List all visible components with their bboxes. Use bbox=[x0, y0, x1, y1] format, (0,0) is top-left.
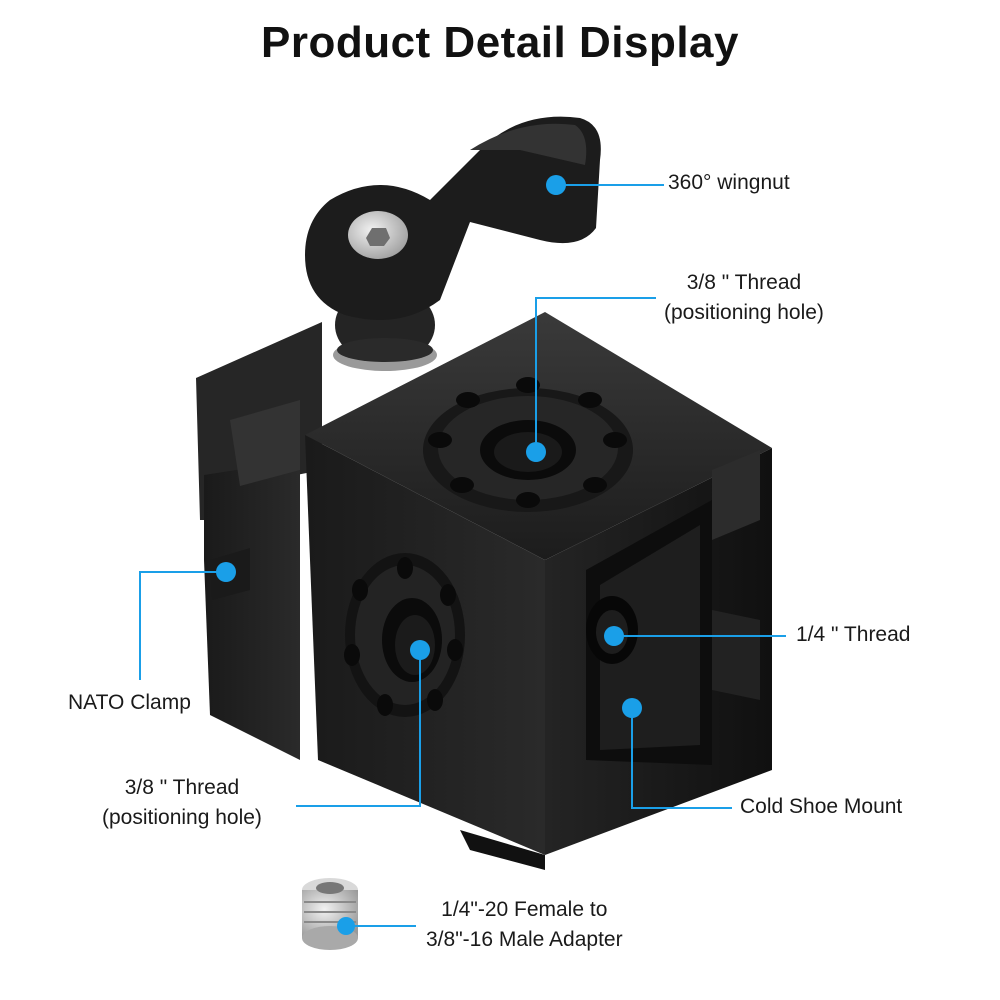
label-thread-front-line1: 3/8 " Thread bbox=[124, 776, 240, 799]
adapter-screw bbox=[302, 878, 358, 950]
dot-thread-front bbox=[410, 640, 430, 660]
label-nato: NATO Clamp bbox=[68, 688, 191, 718]
dot-quarter bbox=[604, 626, 624, 646]
label-wingnut-line1: 360° wingnut bbox=[668, 171, 790, 194]
label-nato-line1: NATO Clamp bbox=[68, 691, 191, 714]
label-adapter-line2: 3/8"-16 Male Adapter bbox=[426, 928, 623, 951]
line-coldshoe bbox=[631, 708, 732, 809]
label-thread-front: 3/8 " Thread (positioning hole) bbox=[102, 773, 262, 833]
front-thread-rosette bbox=[344, 553, 465, 717]
label-quarter-line1: 1/4 " Thread bbox=[796, 623, 911, 646]
dot-adapter bbox=[337, 917, 355, 935]
dot-wingnut bbox=[546, 175, 566, 195]
label-adapter-line1: 1/4"-20 Female to bbox=[441, 898, 608, 921]
dot-thread-top bbox=[526, 442, 546, 462]
page-title: Product Detail Display bbox=[260, 18, 739, 67]
label-thread-front-line2: (positioning hole) bbox=[102, 806, 262, 829]
dot-coldshoe bbox=[622, 698, 642, 718]
line-nato bbox=[139, 571, 226, 680]
label-thread-top-line2: (positioning hole) bbox=[664, 301, 824, 324]
dot-nato bbox=[216, 562, 236, 582]
callout-dots bbox=[216, 175, 642, 935]
label-quarter: 1/4 " Thread bbox=[796, 620, 910, 650]
label-coldshoe: Cold Shoe Mount bbox=[740, 792, 902, 822]
label-coldshoe-line1: Cold Shoe Mount bbox=[740, 795, 903, 818]
label-thread-top-line1: 3/8 " Thread bbox=[686, 271, 802, 294]
line-thread-top bbox=[535, 297, 656, 452]
main-block bbox=[305, 312, 772, 870]
callout-lines bbox=[139, 184, 786, 927]
line-thread-front bbox=[296, 650, 421, 807]
label-wingnut: 360° wingnut bbox=[668, 168, 790, 198]
label-adapter: 1/4"-20 Female to 3/8"-16 Male Adapter bbox=[426, 895, 623, 955]
label-thread-top: 3/8 " Thread (positioning hole) bbox=[664, 268, 824, 328]
wingnut bbox=[305, 116, 601, 371]
